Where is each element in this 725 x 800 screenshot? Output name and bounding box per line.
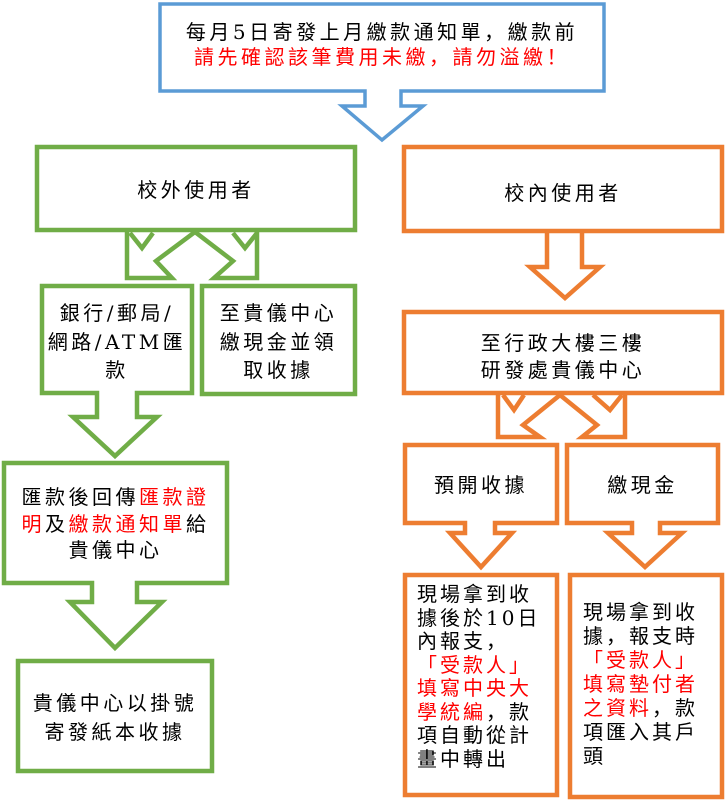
text-segment: 畫中轉出 — [417, 746, 509, 771]
internal-split-arrow-notch-left — [501, 393, 526, 414]
text-segment: 明 — [21, 511, 45, 536]
internal-split-arrow-notch-right — [591, 393, 624, 414]
prepaid-option-label: 預開收據 — [434, 473, 528, 497]
external-split-arrow-notch-right — [231, 231, 259, 252]
external-title: 校外使用者 — [137, 178, 255, 202]
internal-cash-option-callout — [564, 442, 721, 571]
remit-followup-line: 貴儀中心 — [4, 537, 227, 564]
prepaid-detail-line: 據後於10日 — [417, 605, 553, 631]
remit-followup-line: 匯款後回傳匯款證 — [4, 484, 227, 511]
text-segment: 匯款後回傳 — [21, 485, 139, 509]
location-line: 研發處貴儀中心 — [480, 358, 646, 382]
text-segment: 匯款證 — [139, 485, 210, 509]
prepaid-detail-line: 填寫中央大 — [417, 676, 553, 701]
external-cash-option-line: 取收據 — [243, 358, 314, 382]
text-segment: ，款 — [652, 696, 698, 720]
prepaid-detail-text: 現場拿到收 據後於10日 內報支， 「受款人」 填寫中央大 學統編，款 項自動從… — [417, 582, 553, 772]
text-segment: ，款 — [486, 699, 532, 724]
cash-detail-line: 現場拿到收 — [583, 600, 719, 624]
prepaid-detail-box — [402, 572, 560, 798]
text-segment: 據後於10日 — [417, 605, 541, 630]
text-segment: 之資料 — [583, 696, 652, 720]
notice-segment: 每月5日寄發上月繳款通知單，繳款前 — [185, 20, 579, 44]
notice-warning-line: 請先確認該筆費用未繳，請勿溢繳！ — [160, 45, 604, 70]
text-segment: 給 — [186, 511, 210, 536]
text-segment: 現場拿到收 — [417, 582, 532, 606]
internal-cash-option-label: 繳現金 — [607, 473, 678, 497]
receipt-mailing-text: 貴儀中心以掛號 寄發紙本收據 — [18, 689, 212, 747]
prepaid-detail-line: 學統編，款 — [417, 699, 553, 725]
prepaid-option-callout — [402, 442, 560, 571]
remit-followup-callout — [1, 460, 230, 652]
text-segment: 填寫墊付者 — [583, 672, 698, 696]
remit-followup-line: 明及繳款通知單給 — [4, 511, 227, 538]
text-segment: 項匯入其戶 — [583, 720, 698, 744]
remit-option-callout — [39, 283, 195, 460]
cash-detail-line: 項匯入其戶 — [583, 720, 719, 744]
text-segment: 及 — [45, 511, 69, 536]
text-segment: 填寫中央大 — [417, 676, 532, 700]
text-segment: 「受款人」 — [417, 652, 532, 677]
internal-title: 校內使用者 — [504, 181, 622, 205]
cash-detail-line: 之資料，款 — [583, 696, 719, 720]
receipt-mailing-box — [15, 658, 215, 774]
text-segment: 繳款通知單 — [68, 511, 186, 536]
notice-warning: 請先確認該筆費用未繳，請勿溢繳！ — [194, 45, 570, 69]
location-box — [401, 309, 725, 396]
location-line: 至行政大樓三樓 — [480, 331, 646, 355]
cash-detail-text: 現場拿到收 據，報支時 「受款人」 填寫墊付者 之資料，款 項匯入其戶 頭 — [583, 600, 719, 768]
cash-detail-line: 「受款人」 — [583, 648, 719, 672]
receipt-mailing-line: 寄發紙本收據 — [44, 720, 186, 744]
text-segment: 「受款人」 — [583, 648, 698, 672]
location-text: 至行政大樓三樓 研發處貴儀中心 — [404, 330, 722, 384]
internal-title-box — [401, 144, 725, 234]
remit-option-text: 銀行/郵局/ 網路/ATM匯 款 — [42, 299, 192, 385]
text-segment: 貴儀中心 — [68, 538, 163, 562]
notice-callout — [158, 2, 606, 143]
remit-option-line: 銀行/郵局/ — [59, 301, 175, 325]
text-segment: 現場拿到收 — [583, 600, 698, 624]
prepaid-detail-line: 內報支， — [417, 629, 553, 654]
cash-detail-line: 頭 — [583, 744, 719, 768]
external-title-box — [34, 144, 358, 233]
cash-detail-line: 填寫墊付者 — [583, 672, 719, 696]
text-segment: 據，報支時 — [583, 624, 698, 648]
cash-detail-box — [567, 572, 725, 800]
prepaid-detail-line: 「受款人」 — [417, 652, 553, 678]
text-segment: 頭 — [583, 744, 606, 768]
remit-option-line: 款 — [105, 358, 129, 382]
external-cash-option-line: 至貴儀中心 — [219, 301, 338, 325]
external-cash-option-box — [199, 283, 358, 397]
notice-text: 每月5日寄發上月繳款通知單，繳款前 請先確認該筆費用未繳，請勿溢繳！ — [160, 20, 604, 70]
text-segment: 內報支， — [417, 629, 509, 653]
prepaid-detail-line: 項自動從計 — [417, 723, 553, 748]
external-cash-option-text: 至貴儀中心 繳現金並領 取收據 — [202, 299, 355, 385]
external-cash-option-line: 繳現金並領 — [219, 329, 338, 354]
remit-followup-text: 匯款後回傳匯款證 明及繳款通知單給 貴儀中心 — [4, 484, 227, 564]
internal-down-arrow — [524, 231, 606, 302]
prepaid-detail-line: 現場拿到收 — [417, 582, 553, 607]
cash-detail-line: 據，報支時 — [583, 624, 719, 648]
remit-option-line: 網路/ATM匯 — [47, 329, 187, 354]
receipt-mailing-line: 貴儀中心以掛號 — [32, 691, 198, 715]
prepaid-detail-line: 畫中轉出 — [417, 746, 553, 772]
external-split-arrow-notch-left — [128, 231, 155, 252]
notice-line: 每月5日寄發上月繳款通知單，繳款前 — [160, 20, 604, 45]
internal-split-arrow — [495, 392, 628, 440]
text-segment: 項自動從計 — [417, 723, 532, 747]
text-segment: 學統編 — [417, 699, 486, 724]
